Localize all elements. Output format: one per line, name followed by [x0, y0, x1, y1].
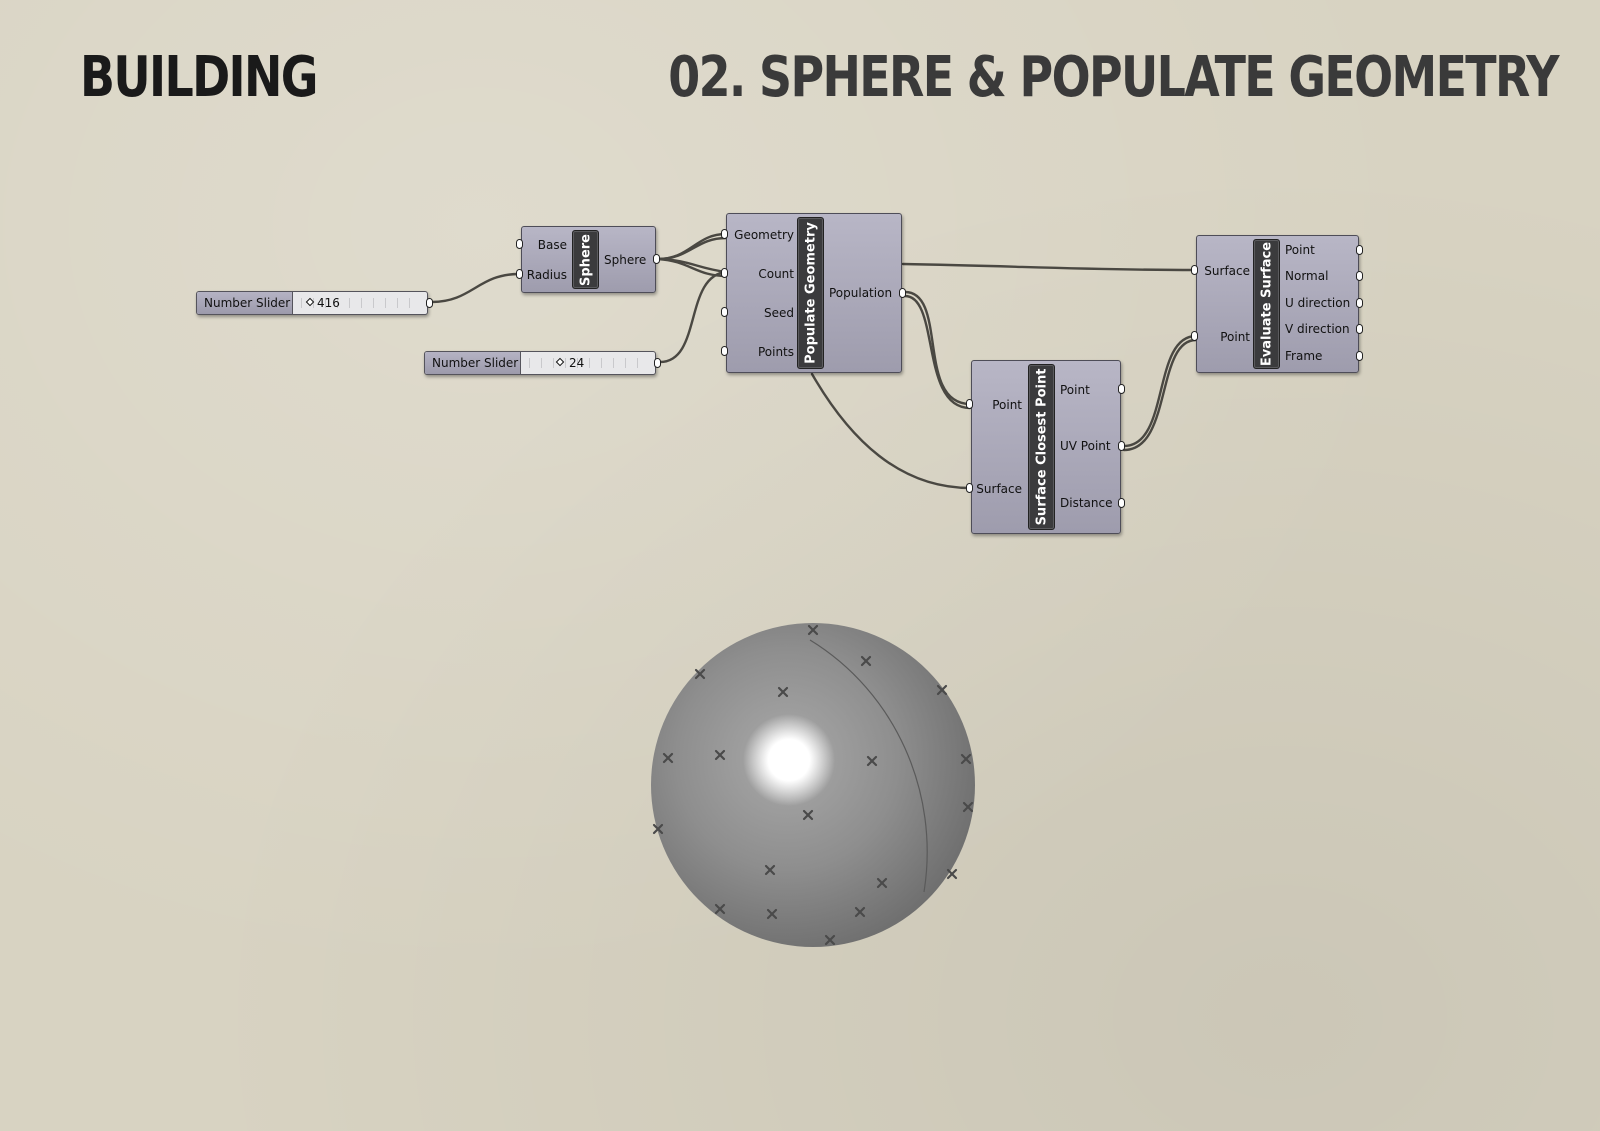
component-label-bar[interactable]: Populate Geometry — [797, 217, 824, 369]
x-marker-icon — [960, 753, 972, 765]
x-marker-icon — [766, 908, 778, 920]
component-label-bar[interactable]: Surface Closest Point — [1028, 364, 1055, 530]
x-marker-icon — [936, 684, 948, 696]
wire-uv-point-evaluate-2[interactable] — [1122, 338, 1198, 452]
wire-population-point[interactable] — [903, 290, 972, 406]
output-sphere[interactable]: Sphere — [604, 253, 647, 267]
x-marker-icon — [876, 877, 888, 889]
input-grip-icon[interactable] — [516, 239, 523, 249]
page-title-left: BUILDING — [80, 45, 318, 110]
output-point[interactable]: Point — [1060, 383, 1090, 397]
input-surface[interactable]: Surface — [976, 482, 1022, 496]
input-grip-icon[interactable] — [966, 483, 973, 493]
sphere-seam — [809, 639, 928, 893]
x-marker-icon — [652, 823, 664, 835]
output-grip-icon[interactable] — [1118, 384, 1125, 394]
output-uv-point[interactable]: UV Point — [1060, 439, 1111, 453]
wire-sphere-geometry-2[interactable] — [656, 236, 728, 261]
input-radius[interactable]: Radius — [526, 268, 567, 282]
output-grip-icon[interactable] — [1356, 245, 1363, 255]
component-name: Surface Closest Point — [1034, 368, 1049, 526]
input-seed[interactable]: Seed — [764, 306, 794, 320]
output-grip-icon[interactable] — [1356, 324, 1363, 334]
output-frame[interactable]: Frame — [1285, 349, 1323, 363]
component-name: Evaluate Surface — [1259, 241, 1274, 367]
input-surface[interactable]: Surface — [1204, 264, 1250, 278]
x-marker-icon — [962, 801, 974, 813]
x-marker-icon — [714, 749, 726, 761]
component-name: Sphere — [578, 233, 593, 286]
component-name: Populate Geometry — [803, 222, 818, 364]
x-marker-icon — [694, 668, 706, 680]
population-points — [652, 624, 974, 946]
input-grip-icon[interactable] — [721, 229, 728, 239]
sphere-preview — [651, 623, 975, 947]
number-slider-radius[interactable]: Number Slider 416 — [196, 291, 428, 315]
wire-uv-point-evaluate[interactable] — [1122, 334, 1198, 448]
slider-track[interactable] — [301, 298, 421, 308]
output-grip-icon[interactable] — [426, 298, 433, 308]
output-grip-icon[interactable] — [1118, 441, 1125, 451]
wire-populate-evaluate-surface[interactable] — [901, 262, 1197, 272]
input-grip-icon[interactable] — [966, 399, 973, 409]
output-grip-icon[interactable] — [1356, 298, 1363, 308]
wire-slider2-count[interactable] — [658, 270, 728, 364]
page-title-right: 02. SPHERE & POPULATE GEOMETRY — [668, 45, 1559, 110]
output-normal[interactable]: Normal — [1285, 269, 1329, 283]
slider-label: Number Slider — [197, 292, 293, 314]
number-slider-count[interactable]: Number Slider 24 — [424, 351, 656, 375]
input-grip-icon[interactable] — [516, 269, 523, 279]
input-base[interactable]: Base — [537, 238, 567, 252]
wire-population-point-2[interactable] — [903, 294, 972, 410]
output-grip-icon[interactable] — [899, 288, 906, 298]
sphere-component[interactable]: Base Radius Sphere Sphere — [521, 226, 656, 293]
output-distance[interactable]: Distance — [1060, 496, 1113, 510]
slider-value: 24 — [569, 356, 585, 370]
x-marker-icon — [764, 864, 776, 876]
output-grip-icon[interactable] — [653, 254, 660, 264]
evaluate-surface-component[interactable]: Surface Point Evaluate Surface Point Nor… — [1196, 235, 1359, 373]
input-point[interactable]: Point — [1220, 330, 1250, 344]
x-marker-icon — [777, 686, 789, 698]
input-grip-icon[interactable] — [721, 307, 728, 317]
x-marker-icon — [802, 809, 814, 821]
x-marker-icon — [866, 755, 878, 767]
wire-populate-surface[interactable] — [810, 372, 972, 490]
sphere-highlight — [743, 714, 835, 806]
input-grip-icon[interactable] — [1191, 331, 1198, 341]
x-marker-icon — [807, 624, 819, 636]
x-marker-icon — [714, 903, 726, 915]
component-label-bar[interactable]: Evaluate Surface — [1253, 239, 1280, 369]
output-u-direction[interactable]: U direction — [1285, 296, 1351, 310]
wire-sphere-populate-mid[interactable] — [656, 257, 728, 278]
output-population[interactable]: Population — [829, 286, 893, 300]
input-count[interactable]: Count — [758, 267, 794, 281]
component-label-bar[interactable]: Sphere — [572, 230, 599, 289]
x-marker-icon — [662, 752, 674, 764]
output-grip-icon[interactable] — [1356, 351, 1363, 361]
output-grip-icon[interactable] — [1356, 271, 1363, 281]
input-grip-icon[interactable] — [721, 268, 728, 278]
input-geometry[interactable]: Geometry — [734, 228, 794, 242]
output-grip-icon[interactable] — [1118, 498, 1125, 508]
input-grip-icon[interactable] — [721, 346, 728, 356]
surface-closest-point-component[interactable]: Point Surface Surface Closest Point Poin… — [971, 360, 1121, 534]
wire-slider1-radius[interactable] — [430, 272, 521, 304]
x-marker-icon — [854, 906, 866, 918]
input-grip-icon[interactable] — [1191, 265, 1198, 275]
output-grip-icon[interactable] — [654, 358, 661, 368]
input-points[interactable]: Points — [757, 345, 794, 359]
x-marker-icon — [824, 934, 836, 946]
input-point[interactable]: Point — [992, 398, 1022, 412]
slider-track[interactable] — [529, 358, 649, 368]
x-marker-icon — [860, 655, 872, 667]
x-marker-icon — [946, 868, 958, 880]
slider-value: 416 — [317, 296, 340, 310]
populate-geometry-component[interactable]: Geometry Count Seed Points Populate Geom… — [726, 213, 902, 373]
slider-label: Number Slider — [425, 352, 521, 374]
output-point[interactable]: Point — [1285, 243, 1315, 257]
output-v-direction[interactable]: V direction — [1285, 322, 1350, 336]
